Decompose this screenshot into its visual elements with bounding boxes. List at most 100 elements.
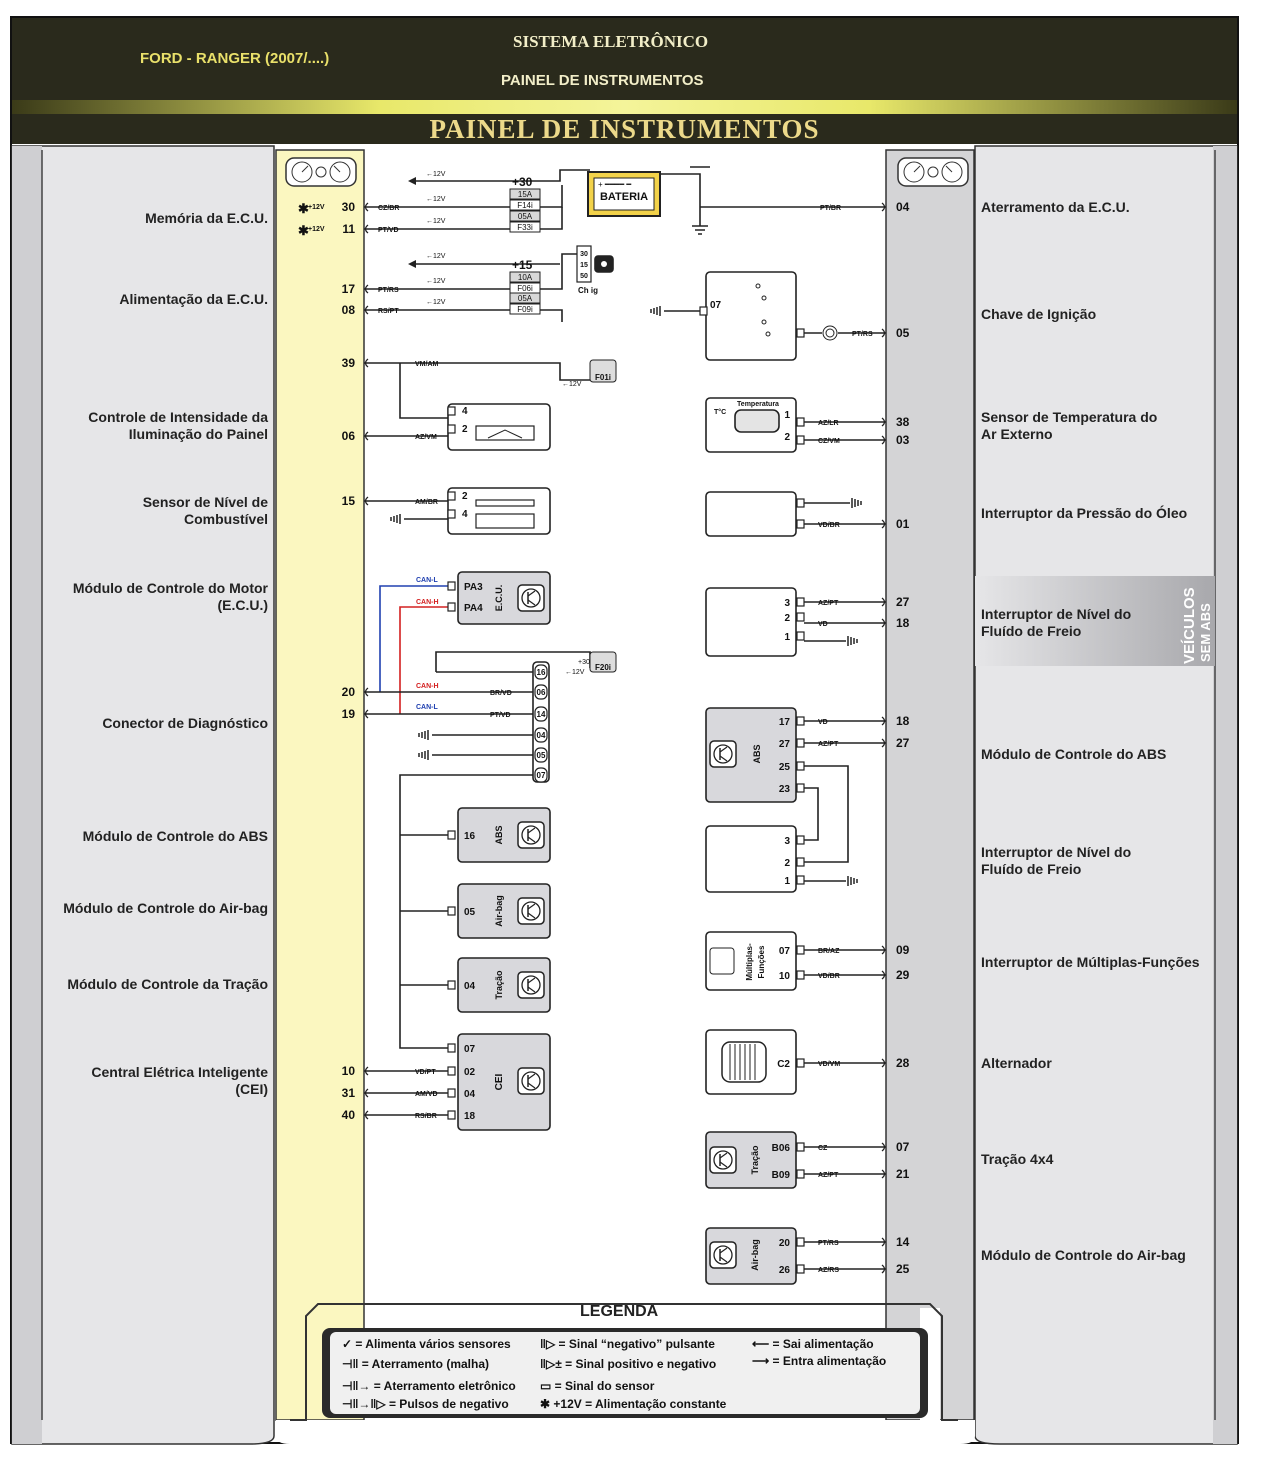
instrument-connector-left: [275, 149, 365, 1421]
legend-item-sinal-sensor: ▭ = Sinal do sensor: [540, 1379, 655, 1393]
left-pin-number: 40: [342, 1108, 356, 1122]
can-l-label: CAN-L: [416, 704, 438, 711]
legend-box: [322, 1328, 928, 1418]
label-nivel-fluido-freio-2: Interruptor de Nível do Fluído de Freio: [981, 844, 1132, 877]
abs-module-left-transistor-icon: [517, 821, 545, 849]
left-pin-number: 19: [342, 707, 356, 721]
legend-item-pulsos-negativo: ⊣‖→‖▷ = Pulsos de negativo: [342, 1397, 509, 1411]
ecu-pin: PA3: [464, 582, 483, 593]
pin: [447, 830, 456, 840]
fuse-number: F33i: [517, 223, 533, 232]
pin: [796, 716, 805, 726]
switch-contact: [761, 295, 767, 301]
pin: [447, 406, 456, 416]
supply-arrow: [408, 260, 416, 268]
abs-module-left-label: ABS: [494, 825, 504, 844]
wire-color-label: AZ/LR: [818, 420, 839, 427]
legend-item-sinal-pos-neg: ‖▷± = Sinal positivo e negativo: [540, 1357, 717, 1371]
label-conector-diagnostico: Conector de Diagnóstico: [102, 715, 268, 731]
mf-icon: [709, 947, 735, 975]
pin: [796, 498, 805, 508]
fuse-box: [509, 271, 541, 283]
airbag-label: Air-bag: [750, 1239, 760, 1271]
alternator-icon: [721, 1041, 767, 1083]
chig-label: Ch ig: [578, 286, 598, 295]
wire-color-label: AZ/RS: [818, 1267, 839, 1274]
wire-color-label: VM/AM: [415, 361, 439, 368]
label-multiplas-funcoes: Interruptor de Múltiplas-Funções: [981, 954, 1200, 970]
supply-12v-label: ←12V: [426, 299, 446, 306]
instrument-connector-right: [885, 149, 975, 1421]
cluster-icon-right: [897, 157, 969, 187]
pin-hook: [364, 358, 369, 368]
temp-label: Temperatura: [737, 401, 779, 408]
tr-pin: B09: [772, 1170, 791, 1181]
pin: [447, 581, 456, 591]
wire-color-label: PT/RS: [852, 331, 873, 338]
fuel-pin: 4: [462, 509, 468, 520]
label-alimentacao-ecu: Alimentação da E.C.U.: [119, 291, 268, 307]
brake-pin: 2: [784, 858, 790, 869]
pin-hook: [881, 945, 886, 955]
left-pin-number: 20: [342, 685, 356, 699]
temp-sensor-body: [734, 409, 780, 433]
pin-hook: [364, 496, 369, 506]
sem-abs-text: SEM ABS: [1198, 603, 1213, 662]
ignition-switch-pins: [576, 245, 592, 283]
battery-terminals: + ━━━━ ━: [598, 180, 631, 189]
oil-pressure-switch: [705, 491, 797, 537]
switch-pin: 15: [580, 262, 588, 269]
label-modulo-abs: Módulo de Controle do ABS: [82, 828, 268, 844]
fuse-f01: [589, 359, 617, 383]
wire: [561, 253, 577, 264]
legend-item-aterramento-eletronico: ⊣‖→ = Aterramento eletrônico: [342, 1379, 516, 1393]
cei-pin: 04: [464, 1089, 476, 1100]
pin: [447, 1066, 456, 1076]
switch-contact: [761, 319, 767, 325]
wire-color-label: PT/RS: [378, 287, 399, 294]
abs-module-right: [705, 707, 797, 803]
brake-fluid-switch-1: [705, 587, 797, 657]
pin: [796, 328, 805, 338]
label-chave-ignicao: Chave de Ignição: [981, 306, 1097, 322]
pin-hook: [364, 224, 369, 234]
tracao-module-left-transistor-icon: [517, 971, 545, 999]
battery-face: [593, 177, 655, 211]
brake-pin: 1: [784, 632, 790, 643]
system-title: SISTEMA ELETRÔNICO: [513, 32, 709, 51]
diag-pin-label: 14: [537, 710, 546, 719]
tr-pin: B06: [772, 1143, 791, 1154]
wire-color-label: AZ/PT: [818, 1172, 839, 1179]
supply-12v-label: ←12V: [426, 196, 446, 203]
pin-hook: [364, 305, 369, 315]
right-pin-number: 29: [896, 968, 910, 982]
mf-pin: 10: [779, 971, 791, 982]
right-pin-number: 28: [896, 1056, 910, 1070]
label-alternador: Alternador: [981, 1055, 1052, 1071]
diag-pin-label: 07: [537, 771, 546, 780]
wire-color-label: VD/BR: [818, 973, 840, 980]
tracao-module-left-label: Tração: [494, 970, 504, 1000]
pin: [447, 509, 456, 519]
plus30-label: +30: [578, 659, 590, 666]
fuel-pin: 2: [462, 491, 468, 502]
label-modulo-airbag: Módulo de Controle do Air-bag: [63, 900, 268, 916]
pin: [447, 1088, 456, 1098]
wire-color-label: PT/VD: [378, 227, 399, 234]
plus30-label: +30: [512, 175, 533, 189]
tracao-module-right: [705, 1131, 797, 1189]
pin-hook: [364, 431, 369, 441]
cei-pin: 18: [464, 1111, 476, 1122]
can-h-label: CAN-H: [416, 599, 439, 606]
wire-color-label: VD: [818, 621, 828, 628]
wire-color-label: VD: [818, 719, 828, 726]
abs-label: ABS: [752, 744, 762, 763]
label-aterramento-ecu: Aterramento da E.C.U.: [981, 199, 1130, 215]
supply-12v-label: ←12V: [426, 278, 446, 285]
switch-pin: 50: [580, 273, 588, 280]
ecu-label: E.C.U.: [494, 585, 504, 612]
fuse-box: [509, 210, 541, 222]
label-modulo-airbag-right: Módulo de Controle do Air-bag: [981, 1247, 1186, 1263]
pin-hook: [881, 519, 886, 529]
coil-icon: [825, 328, 835, 338]
